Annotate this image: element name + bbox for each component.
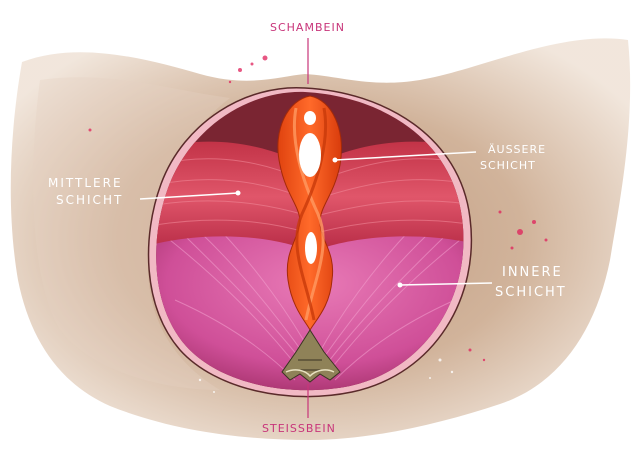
label-inner-layer-line1: INNERE [502, 265, 563, 280]
label-middle-layer-line1: MITTLERE [48, 176, 123, 191]
label-outer-layer-line1: ÄUSSERE [488, 142, 546, 157]
label-outer-layer-line2: SCHICHT [480, 158, 536, 173]
vaginal-opening [299, 133, 321, 177]
label-inner-layer-line2: SCHICHT [495, 285, 567, 300]
pointer-dot-middle [236, 191, 241, 196]
label-middle-layer-line2: SCHICHT [56, 193, 123, 208]
pointer-dot-outer [333, 158, 338, 163]
label-pubic-bone: SCHAMBEIN [270, 20, 345, 35]
anal-opening [305, 232, 317, 264]
pointer-dot-inner [398, 283, 403, 288]
urethra-opening [304, 111, 316, 125]
label-tailbone: STEISSBEIN [262, 421, 336, 436]
